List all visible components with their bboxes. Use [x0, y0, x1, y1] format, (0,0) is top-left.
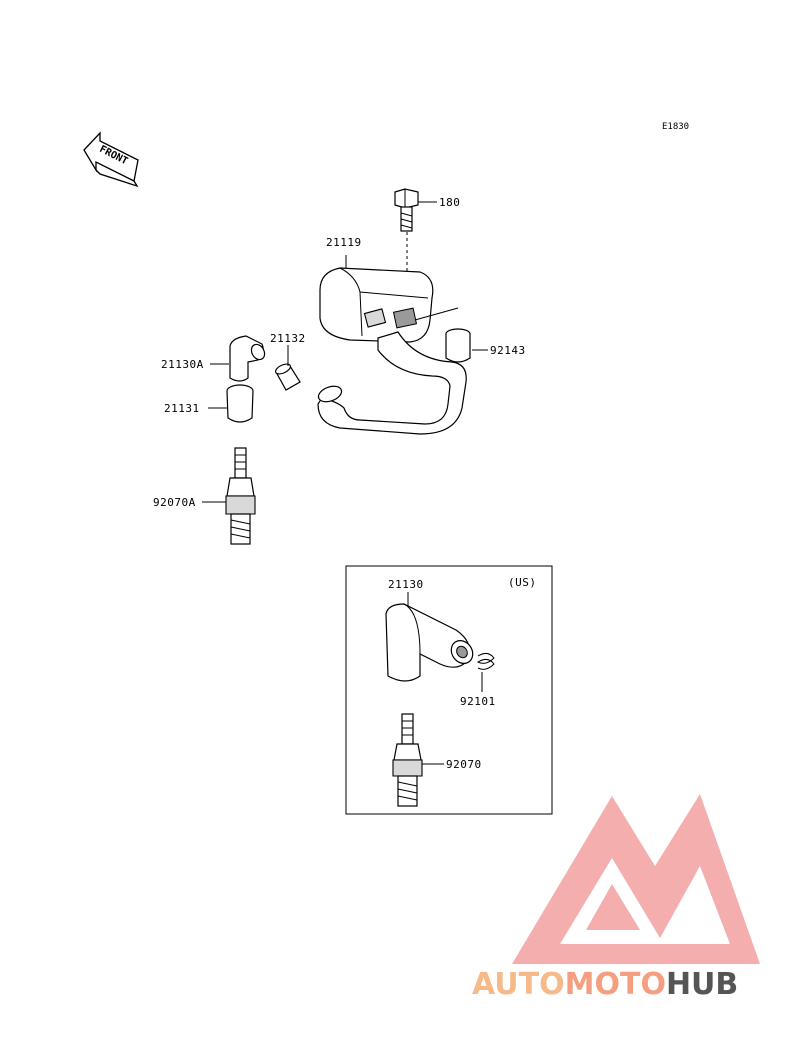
- part-label-21130: 21130: [388, 578, 424, 591]
- brand-hub: HUB: [666, 967, 738, 1002]
- part-label-21119: 21119: [326, 236, 362, 249]
- us-region-label: (US): [508, 576, 537, 589]
- part-label-21130a: 21130A: [161, 358, 204, 371]
- watermark-logo: [512, 794, 760, 964]
- tube-92143: [445, 328, 488, 363]
- ignition-coil-21119: [317, 255, 467, 435]
- plug-cap-21130: [385, 592, 474, 682]
- part-label-21132: 21132: [270, 332, 306, 345]
- bolt-180: [394, 188, 437, 312]
- part-label-180: 180: [439, 196, 460, 209]
- part-label-21131: 21131: [164, 402, 200, 415]
- watermark-brand: AUTOMOTOHUB: [472, 967, 738, 1002]
- us-inset-box: [345, 565, 553, 815]
- brand-moto: MOTO: [565, 967, 666, 1002]
- spark-plug-92070: [392, 713, 444, 807]
- part-label-92101: 92101: [460, 695, 496, 708]
- bushing-21132: [274, 345, 301, 391]
- spark-plug-92070a: [202, 447, 256, 545]
- part-label-92143: 92143: [490, 344, 526, 357]
- plug-cap-21130a: [210, 335, 266, 382]
- spring-92101: [476, 652, 495, 692]
- brand-auto: AUTO: [472, 967, 565, 1002]
- cap-cover-21131: [208, 384, 254, 423]
- part-label-92070: 92070: [446, 758, 482, 771]
- ref-code: E1830: [662, 122, 689, 132]
- front-arrow-icon: FRONT: [83, 131, 139, 188]
- part-label-92070a: 92070A: [153, 496, 196, 509]
